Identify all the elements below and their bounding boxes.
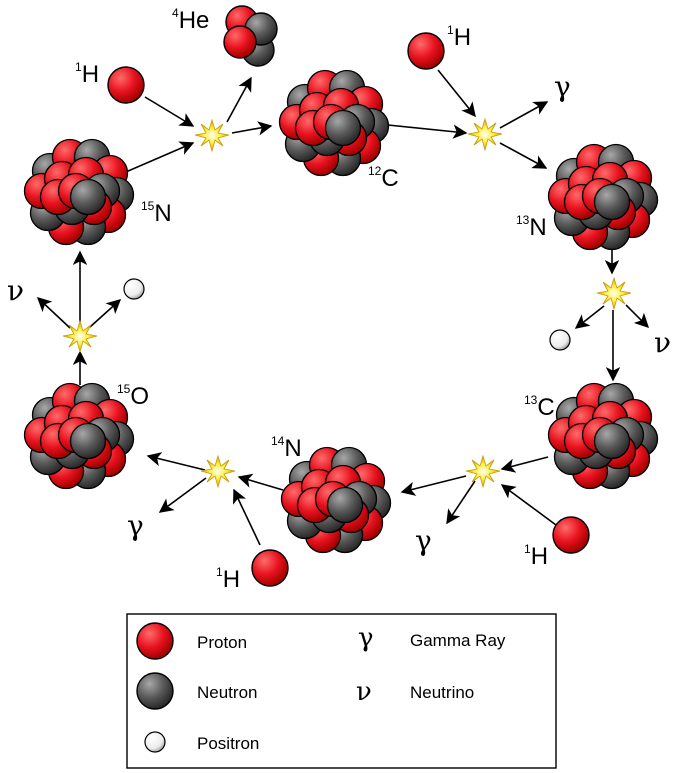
neutron-n13-17 (593, 183, 631, 221)
legend-neutrino-label: Neutrino (410, 683, 474, 702)
legend-gamma-label: Gamma Ray (410, 631, 506, 650)
arrow-gamma-1 (499, 101, 549, 129)
reaction-arrows (36, 69, 650, 546)
gamma-symbol-3: γ (127, 509, 144, 542)
arrow-gamma-3 (158, 477, 207, 513)
reaction-star-3 (596, 276, 632, 311)
nucleus-c12 (278, 69, 390, 177)
arrow-c12-in (387, 124, 468, 139)
legend: Proton Neutron Positron γ Gamma Ray ν Ne… (126, 613, 557, 769)
arrow-h-in-3 (500, 484, 557, 526)
label-h-2: 1H (447, 23, 471, 51)
proton-h-1 (107, 66, 145, 104)
proton-h-4 (251, 549, 289, 587)
label-h-4: 1H (216, 565, 240, 593)
arrow-gamma-2 (446, 480, 476, 525)
neutron-o15-17 (69, 422, 107, 460)
neutron-n15-17 (69, 178, 107, 216)
label-h-3: 1H (524, 542, 548, 570)
legend-box (126, 613, 557, 769)
arrow-h-in-2 (437, 69, 476, 118)
arrow-c13-in (500, 456, 549, 473)
reaction-star-5 (200, 454, 236, 489)
reaction-star-2 (467, 117, 503, 152)
arrow-he-out (226, 76, 252, 123)
label-n14: 14N (271, 434, 302, 462)
arrow-n15-in (118, 141, 195, 176)
legend-neutrino-symbol: ν (356, 677, 372, 707)
gamma-symbol-1: γ (554, 70, 571, 103)
arrow-c12-out (231, 121, 273, 136)
nucleus-c13 (547, 382, 659, 490)
neutron-c12-17 (324, 109, 362, 147)
legend-proton-label: Proton (197, 633, 247, 652)
neutrino-symbol-1: ν (654, 326, 671, 359)
legend-neutron-swatch (136, 672, 174, 710)
legend-proton-swatch (136, 622, 174, 660)
arrow-neutrino-1 (625, 304, 650, 329)
arrow-n14-in (237, 473, 284, 491)
proton-h-3 (552, 516, 590, 554)
legend-positron-label: Positron (197, 734, 259, 753)
arrow-o15-out (146, 452, 206, 471)
legend-neutron-label: Neutron (197, 683, 257, 702)
arrow-neutrino-2 (36, 297, 71, 329)
label-n15: 15N (141, 199, 172, 227)
label-c13: 13C (524, 393, 555, 421)
nucleus-n15 (23, 138, 135, 246)
label-n13: 13N (516, 213, 547, 241)
label-o15: 15O (117, 382, 149, 410)
positron-2 (123, 278, 145, 300)
gamma-symbol-2: γ (415, 524, 432, 557)
reaction-star-1 (194, 118, 230, 153)
reaction-star-4 (465, 454, 501, 489)
positron-1 (549, 329, 571, 351)
arrow-positron-1 (574, 305, 605, 329)
label-he4: 4He (172, 6, 209, 34)
reaction-sites (62, 117, 632, 489)
arrow-n14-out (400, 475, 467, 496)
neutron-c13-17 (593, 422, 631, 460)
legend-positron-swatch (144, 731, 166, 753)
label-c12: 12C (368, 164, 399, 192)
proton-h-2 (407, 32, 445, 70)
label-h-1: 1H (75, 60, 99, 88)
helium-4-nucleus (223, 5, 278, 67)
nucleus-n14 (280, 446, 392, 554)
arrow-h-in-4 (233, 488, 261, 546)
arrow-n13-out (499, 142, 548, 169)
hydrogen-particles (107, 32, 590, 587)
arrow-positron-2 (89, 299, 122, 328)
nucleus-n13 (547, 143, 659, 251)
neutron-n14-17 (326, 486, 364, 524)
arrow-h-in-1 (144, 96, 195, 127)
nucleus-o15 (23, 382, 135, 490)
reaction-star-6 (62, 319, 98, 354)
legend-gamma-symbol: γ (358, 623, 374, 653)
neutrino-symbol-2: ν (7, 274, 24, 307)
